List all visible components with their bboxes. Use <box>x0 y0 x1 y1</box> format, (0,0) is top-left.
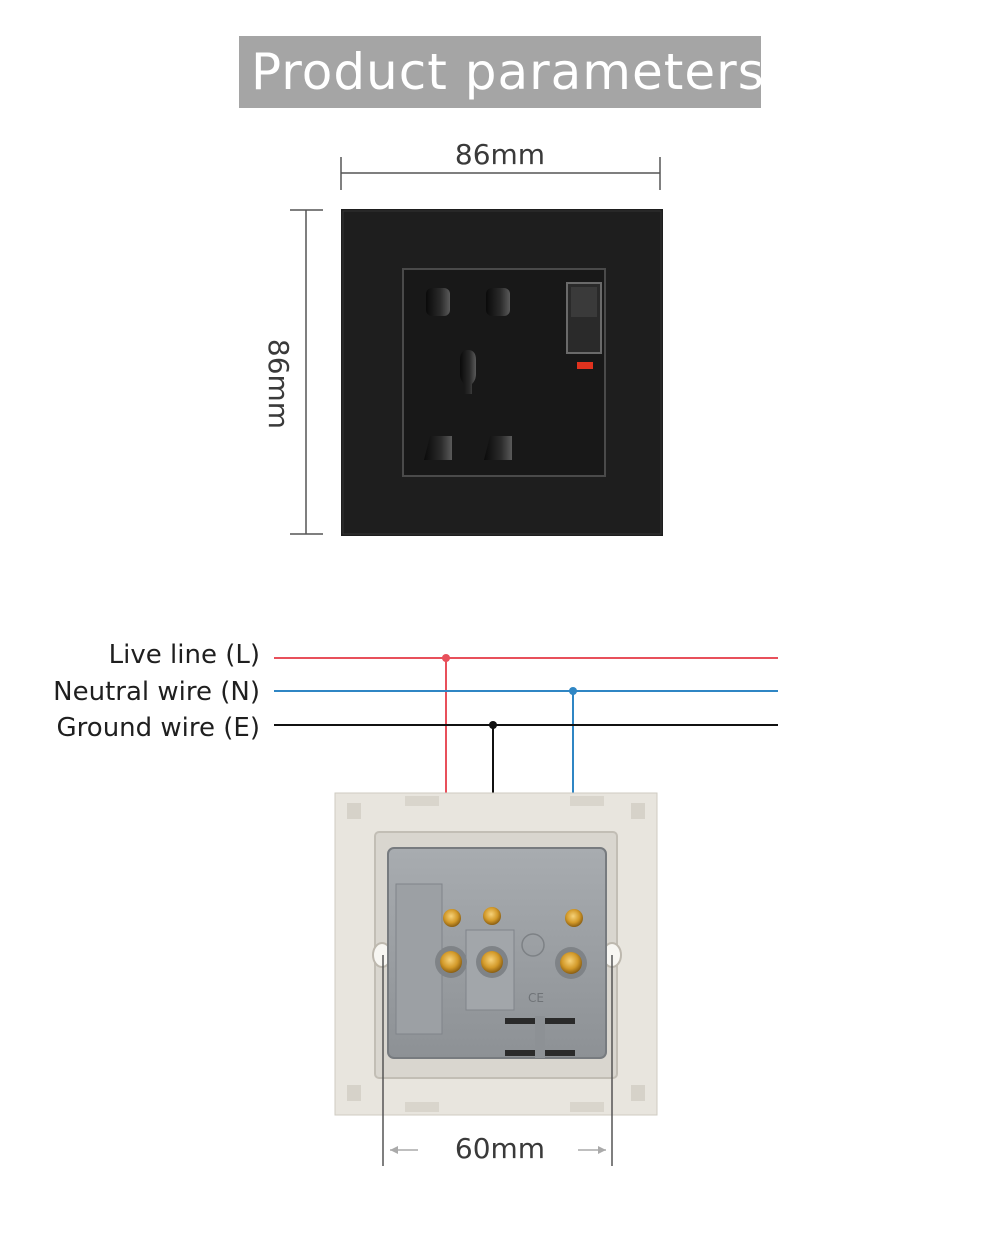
live-line-label: Live line (L) <box>108 640 260 670</box>
mount-spacing-label: 60mm <box>454 1132 546 1165</box>
ce-mark: CE <box>528 991 544 1005</box>
universal-socket-icon <box>424 288 512 460</box>
terminal-screw-icon <box>435 907 587 979</box>
indicator-light-icon <box>577 362 593 369</box>
page-title: Product parameters <box>251 43 765 101</box>
neutral-wire-label: Neutral wire (N) <box>53 677 260 707</box>
socket-front-panel <box>341 209 663 536</box>
rocker-switch-icon <box>566 282 602 354</box>
title-banner: Product parameters <box>239 36 765 108</box>
height-dimension-line <box>290 209 323 535</box>
width-dimension-label: 86mm <box>454 138 546 171</box>
ground-wire-label: Ground wire (E) <box>56 713 260 743</box>
width-dimension-line <box>340 157 661 190</box>
mount-spacing-dimension <box>382 955 613 1166</box>
